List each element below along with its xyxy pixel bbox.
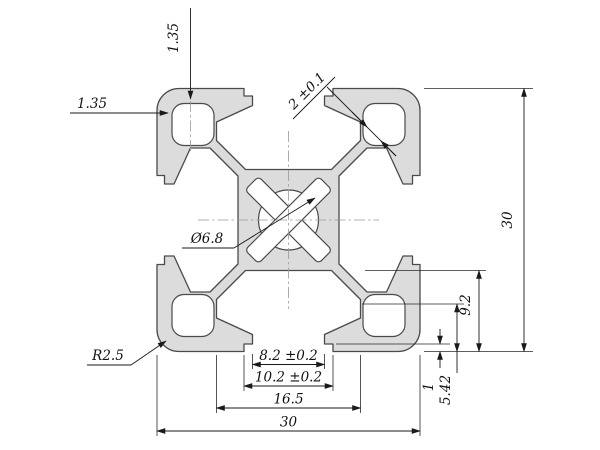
label-slot-depth: 9.2 <box>458 294 474 315</box>
leader-web-arrow-a <box>351 111 368 128</box>
label-cavity-width: 16.5 <box>273 392 303 408</box>
label-slot-opening: 8.2 ±0.2 <box>259 348 318 364</box>
leader-web-arrow-b <box>380 140 397 157</box>
label-wall-left: 1.35 <box>77 96 107 112</box>
label-slot-step-width: 10.2 ±0.2 <box>255 370 322 386</box>
underline-web <box>292 76 336 120</box>
label-wall-top: 1.35 <box>166 23 182 53</box>
label-profile-height: 30 <box>500 211 516 229</box>
corner-bore-bottom-left <box>171 293 215 338</box>
label-profile-width: 30 <box>280 415 298 431</box>
corner-bore-top-right <box>362 102 406 147</box>
leader-center-bore <box>233 197 316 249</box>
corner-bore-top-left <box>171 102 215 147</box>
leader-corner-radius <box>130 340 167 366</box>
label-flange-depth: 5.42 <box>438 375 454 405</box>
label-corner-radius: R2.5 <box>91 348 124 364</box>
label-center-bore: Ø6.8 <box>190 231 224 247</box>
label-step-depth: 1 <box>421 383 437 392</box>
corner-bore-bottom-right <box>362 293 406 338</box>
label-web-thickness: 2 ±0.1 <box>285 69 329 113</box>
